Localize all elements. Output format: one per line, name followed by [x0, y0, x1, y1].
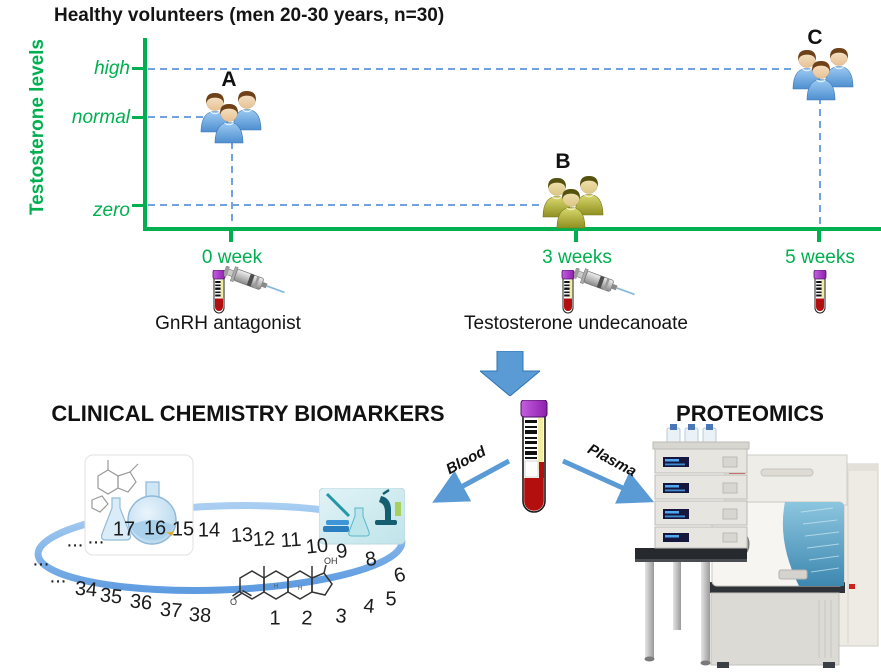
lab-equipment-image — [319, 488, 405, 545]
y-axis-line — [143, 38, 147, 231]
y-tick-normal — [132, 116, 144, 119]
x-tick-5weeks — [817, 229, 821, 242]
molecule-o-label: O — [230, 597, 237, 607]
molecule-h-label: H — [298, 586, 302, 592]
group-c-label: C — [807, 26, 823, 49]
testosterone-structure-image: OH O H H — [230, 556, 338, 607]
group-b-label: B — [555, 150, 571, 173]
dashed-guide-lines — [148, 68, 821, 226]
lcms-instrument-image — [635, 424, 879, 668]
blood-sample-tube-icon — [520, 400, 548, 513]
molecule-h-label: H — [274, 584, 278, 590]
people-group-a-icon — [200, 90, 262, 144]
proteomics-heading: PROTEOMICS — [676, 401, 824, 426]
chemistry-flasks-image — [84, 454, 194, 556]
y-tick-zero — [132, 204, 144, 207]
x-tick-0week — [229, 229, 233, 242]
biomarker-number: 37 — [159, 598, 184, 623]
biomarker-number: 4 — [362, 595, 376, 618]
clinical-chemistry-heading: CLINICAL CHEMISTRY BIOMARKERS — [51, 401, 445, 426]
y-tick-label-high: high — [94, 58, 130, 79]
treatment-label-gnrh: GnRH antagonist — [155, 313, 301, 334]
blood-arrow — [432, 458, 511, 503]
y-tick-label-zero: zero — [93, 200, 130, 221]
treatment-label-tu: Testosterone undecanoate — [464, 313, 688, 334]
people-group-b-icon — [542, 175, 604, 229]
x-axis-line — [143, 227, 881, 231]
group-a-label: A — [221, 68, 237, 91]
syringe-icon — [224, 266, 288, 301]
syringe-icon — [574, 268, 638, 303]
molecule-oh-label: OH — [324, 556, 338, 566]
blood-tube-icon — [813, 270, 827, 314]
x-tick-3weeks — [574, 229, 578, 242]
branch-arrows — [432, 458, 655, 504]
x-tick-label-5weeks: 5 weeks — [785, 247, 855, 268]
y-tick-high — [132, 67, 144, 70]
x-tick-label-0week: 0 week — [201, 247, 263, 268]
people-group-c-icon — [792, 47, 854, 101]
page-title: Healthy volunteers (men 20-30 years, n=3… — [54, 5, 445, 26]
x-tick-label-3weeks: 3 weeks — [542, 247, 612, 268]
down-arrow-icon — [480, 351, 540, 396]
y-tick-label-normal: normal — [71, 107, 130, 128]
plasma-arrow — [561, 458, 655, 504]
biomarker-number: 38 — [188, 603, 212, 628]
